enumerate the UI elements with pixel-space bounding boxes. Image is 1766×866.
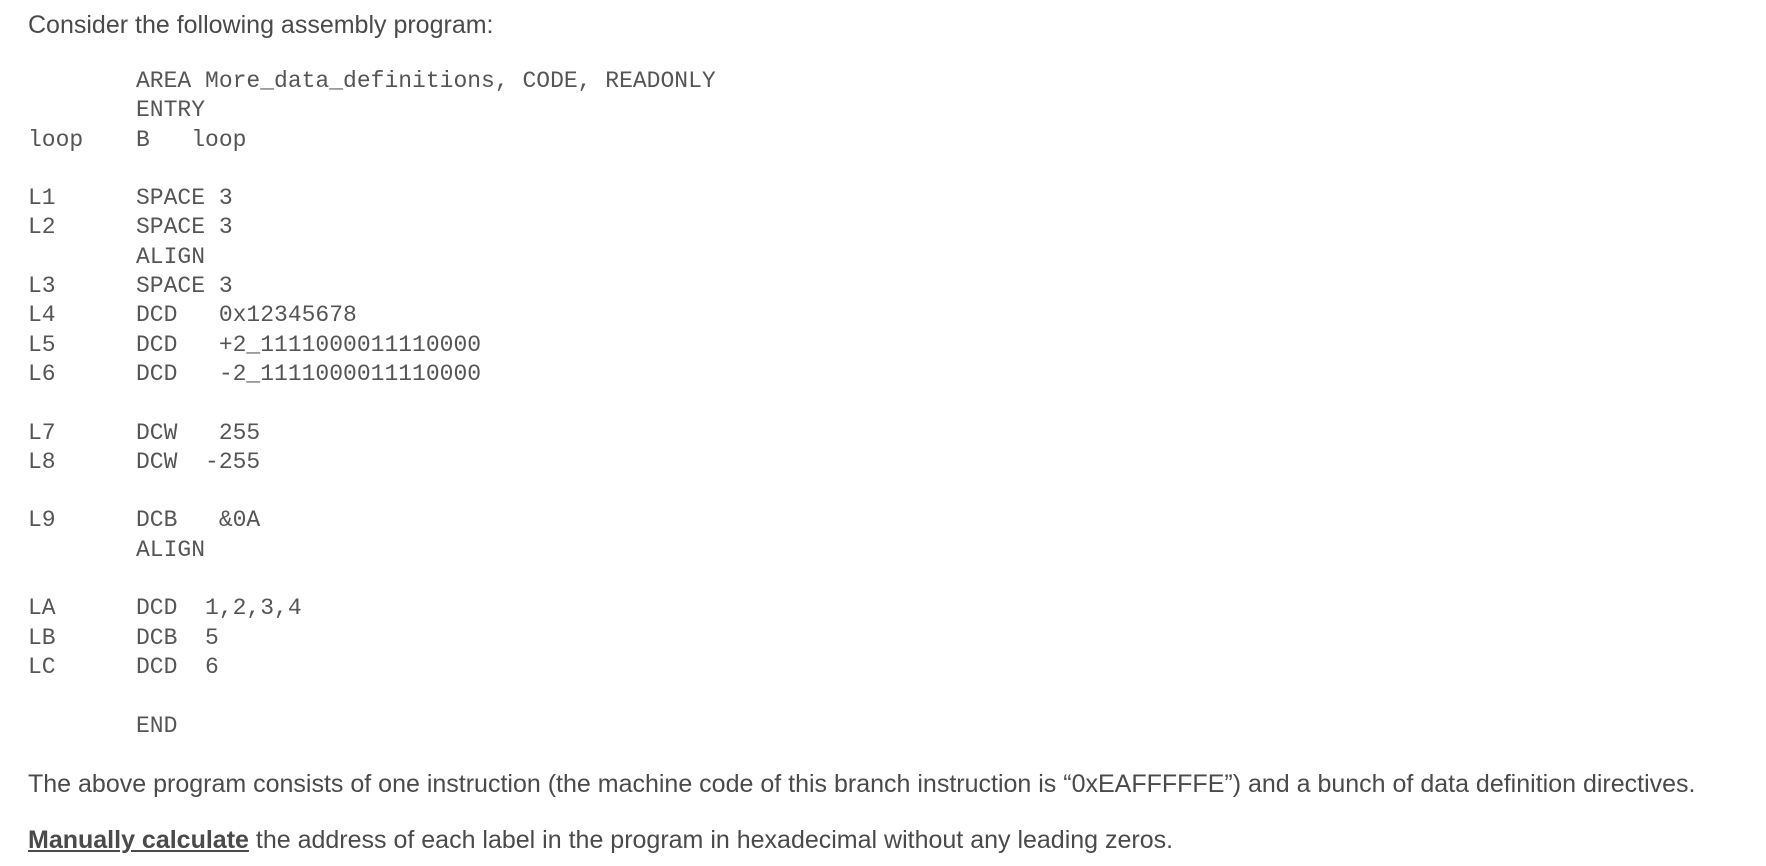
code-statement: DCD 0x12345678 [136, 302, 357, 329]
code-statement: B loop [136, 126, 247, 153]
instruction-emphasis: Manually calculate [28, 826, 249, 854]
code-statement: SPACE 3 [136, 214, 233, 241]
code-label: LB [28, 624, 56, 651]
code-label: L7 [28, 419, 56, 446]
code-statement: SPACE 3 [136, 185, 233, 212]
code-label: LC [28, 653, 56, 680]
program-description: The above program consists of one instru… [28, 770, 1696, 798]
code-label: L9 [28, 507, 56, 534]
code-statement: DCB 5 [136, 624, 219, 651]
code-label: L1 [28, 185, 56, 212]
code-statement: DCD +2_1111000011110000 [136, 331, 482, 358]
code-statement: END [136, 712, 178, 739]
code-statement: DCW -255 [136, 448, 261, 475]
code-statement: DCD 6 [136, 653, 219, 680]
code-statement: AREA More_data_definitions, CODE, READON… [136, 68, 716, 94]
code-statement: SPACE 3 [136, 273, 233, 300]
task-instruction: Manually calculate the address of each l… [28, 825, 1173, 855]
code-label: L4 [28, 302, 56, 329]
code-statement: DCB &0A [136, 507, 261, 534]
instruction-rest: the address of each label in the program… [248, 826, 1174, 854]
code-statement: ALIGN [136, 536, 206, 563]
intro-text: Consider the following assembly program: [28, 11, 494, 39]
code-label: loop [28, 126, 84, 153]
code-statement: ENTRY [136, 97, 206, 124]
code-statement: DCW 255 [136, 419, 261, 446]
code-statement: DCD 1,2,3,4 [136, 595, 302, 622]
code-label: L6 [28, 360, 56, 387]
code-label: L3 [28, 273, 56, 300]
code-label: L8 [28, 448, 56, 475]
code-label: L2 [28, 214, 56, 241]
code-label: L5 [28, 331, 56, 358]
code-statement: DCD -2_1111000011110000 [136, 360, 482, 387]
code-label: LA [28, 595, 56, 622]
code-statement: ALIGN [136, 243, 206, 270]
